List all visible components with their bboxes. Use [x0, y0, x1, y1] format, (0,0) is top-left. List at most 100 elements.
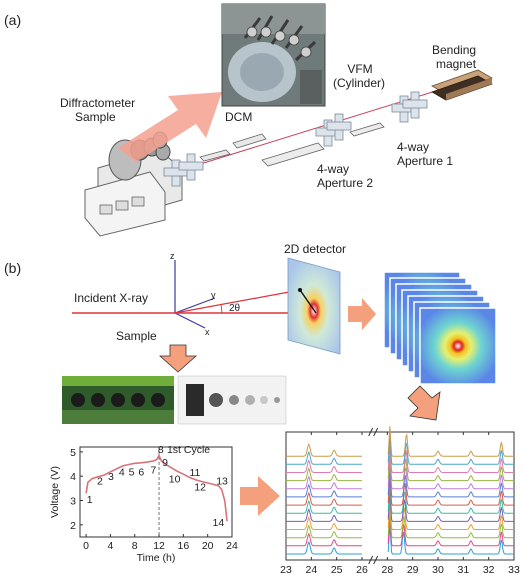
voltage-point-label: 12 — [194, 481, 206, 493]
xrd-series-line — [286, 426, 514, 457]
aperture2-label-1: 4-way — [317, 162, 350, 176]
xrd-x-tick-label: 23 — [280, 564, 292, 576]
voltage-y-tick-label: 3 — [70, 496, 76, 508]
vfm-block — [349, 122, 385, 137]
voltage-plot-frame — [79, 446, 233, 538]
xrd-x-tick-label: 31 — [457, 564, 469, 576]
voltage-x-tick-label: 8 — [132, 540, 138, 552]
magnify-arrow — [118, 92, 222, 162]
xrd-axis-break — [373, 555, 379, 565]
aperture1-label-1: 4-way — [397, 140, 430, 154]
arrow-down-stack — [407, 385, 441, 421]
aperture2-label-2: Aperture 2 — [317, 176, 374, 190]
voltage-x-tick-label: 24 — [226, 540, 238, 552]
voltage-x-tick-label: 0 — [83, 540, 89, 552]
x-axis — [174, 297, 216, 314]
voltage-point-label: 5 — [129, 467, 135, 479]
xrd-axis-break — [368, 555, 374, 565]
bending-label: Bending — [432, 43, 477, 57]
voltage-y-tick-label: 4 — [70, 471, 76, 483]
xrd-series-line — [286, 499, 514, 530]
cell-holder-photo — [62, 376, 174, 424]
diffracted-beam — [174, 289, 301, 314]
panel-b-label: (b) — [4, 260, 22, 276]
xrd-x-tick-label: 33 — [508, 564, 520, 576]
xrd-series-line — [286, 434, 514, 465]
voltage-x-tick-label: 20 — [202, 540, 214, 552]
aperture1-label-2: Aperture 1 — [397, 154, 454, 168]
xrd-series-line — [286, 507, 514, 539]
arrow-to-patterns — [240, 476, 280, 516]
photo-inset — [221, 3, 326, 107]
xrd-x-tick-label: 24 — [305, 564, 317, 576]
voltage-point-label: 3 — [108, 471, 114, 483]
voltage-x-axis-label: Time (h) — [137, 552, 176, 564]
voltage-point-label: 11 — [189, 467, 200, 479]
xrd-series-line — [286, 491, 514, 522]
xrd-axis-break — [373, 427, 379, 437]
voltage-y-tick-label: 5 — [70, 447, 76, 459]
incident-xray-label: Incident X-ray — [74, 291, 149, 305]
axis-z-label: z — [170, 251, 175, 261]
voltage-x-tick-label: 4 — [107, 540, 113, 552]
xrd-x-tick-label: 30 — [432, 564, 444, 576]
xrd-series-line — [286, 442, 514, 473]
vfm-label: VFM — [347, 62, 373, 76]
voltage-point-label: 13 — [216, 476, 228, 488]
two-theta-label: 2θ — [229, 303, 241, 314]
dcm-label: DCM — [225, 110, 253, 124]
y-axis — [174, 312, 206, 329]
voltage-point-label: 6 — [138, 467, 144, 479]
vfm-mirror — [261, 142, 325, 167]
voltage-point-label: 4 — [119, 467, 125, 479]
magnet-label: magnet — [436, 57, 477, 71]
xrd-plot-frame — [285, 431, 515, 561]
voltage-point-label: 8 — [158, 444, 164, 456]
xrd-series-line — [286, 458, 514, 490]
voltage-x-tick-label: 16 — [178, 540, 190, 552]
voltage-point-label: 1 — [87, 494, 93, 506]
xrd-series-line — [286, 515, 514, 547]
diffraction-image-stack — [383, 271, 497, 385]
voltage-point-label: 10 — [169, 473, 181, 485]
diffractometer-label: Diffractometer — [60, 96, 136, 110]
cycle-annotation: 1st Cycle — [167, 444, 210, 456]
voltage-point-label: 2 — [97, 476, 103, 488]
xrd-series-line — [286, 450, 514, 482]
voltage-point-label: 9 — [162, 457, 168, 469]
voltage-series-line — [85, 453, 228, 522]
aperture-slits — [163, 91, 428, 187]
panel-a-label: (a) — [4, 12, 22, 28]
axis-x-label: x — [205, 327, 210, 337]
xrd-x-tick-label: 25 — [331, 564, 343, 576]
voltage-x-tick-label: 12 — [153, 540, 165, 552]
xrd-series-line — [286, 475, 514, 506]
xrd-axis-break — [368, 427, 374, 437]
voltage-point-label: 14 — [213, 517, 225, 529]
dcm-crystals — [199, 133, 267, 162]
voltage-y-tick-label: 2 — [70, 520, 76, 532]
arrow-to-stack — [348, 298, 376, 330]
xrd-series-line — [286, 523, 514, 555]
arrow-down-sample — [158, 344, 198, 373]
voltage-point-label: 7 — [151, 464, 157, 476]
xrd-x-tick-label: 28 — [381, 564, 393, 576]
2d-detector-plate — [287, 257, 341, 355]
bending-magnet — [431, 69, 493, 101]
xrd-x-tick-label: 29 — [407, 564, 419, 576]
sample-label: Sample — [116, 329, 157, 343]
cell-parts-photo — [177, 375, 287, 425]
voltage-y-axis-label: Voltage (V) — [49, 466, 61, 518]
detector-label: 2D detector — [284, 242, 347, 256]
xrd-series-line — [286, 483, 514, 514]
axis-y-label: y — [211, 290, 216, 300]
vfm-sub-label: (Cylinder) — [332, 76, 385, 90]
xrd-x-tick-label: 26 — [356, 564, 368, 576]
diffractometer-sample-label: Sample — [75, 110, 116, 124]
xrd-x-tick-label: 32 — [483, 564, 495, 576]
xrd-series-line — [286, 466, 514, 498]
